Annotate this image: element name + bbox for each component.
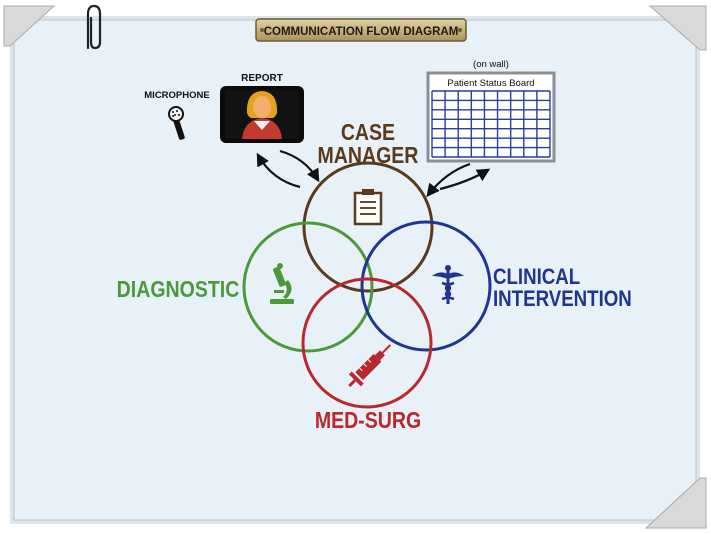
board-grid <box>431 90 551 158</box>
tape-corner-top-left <box>3 5 56 47</box>
page-title: COMMUNICATION FLOW DIAGRAM <box>264 26 459 38</box>
clinical-intervention-circle <box>360 220 492 352</box>
caduceus-icon <box>432 265 464 304</box>
clipboard-icon <box>353 189 383 226</box>
diagnostic-label: DIAGNOSTIC <box>117 277 240 303</box>
tape-corner-top-right <box>648 5 707 51</box>
report-label: REPORT <box>241 73 283 84</box>
arrow-report-to-case-manager <box>279 149 320 183</box>
microphone-label: MICROPHONE <box>144 90 209 101</box>
microphone-icon <box>168 106 185 140</box>
arrow-case-manager-to-report <box>256 152 301 189</box>
venn-diagram <box>242 161 492 409</box>
clinical-label-line1: CLINICAL <box>493 266 580 290</box>
reporter-icon <box>220 86 304 143</box>
tape-corner-bottom-right <box>644 477 707 529</box>
arrow-case-manager-to-board <box>439 168 491 191</box>
clinical-label-line2: INTERVENTION <box>493 288 632 312</box>
paperclip-icon <box>86 4 102 50</box>
arrow-board-to-case-manager <box>426 162 471 198</box>
med-surg-circle <box>301 277 433 409</box>
case-manager-label-line1: CASE <box>341 120 395 146</box>
diagnostic-circle <box>242 221 374 353</box>
paper-sheet <box>3 5 707 529</box>
med-surg-label: MED-SURG <box>315 408 421 434</box>
board-title: Patient Status Board <box>447 78 534 89</box>
syringe-icon <box>348 344 391 388</box>
flow-arrows <box>256 149 491 198</box>
title-plate: COMMUNICATION FLOW DIAGRAM <box>255 18 467 42</box>
case-manager-label-line2: MANAGER <box>317 143 418 169</box>
microscope-icon <box>270 263 294 304</box>
case-manager-circle <box>302 161 434 293</box>
patient-status-board: Patient Status Board <box>426 71 556 163</box>
on-wall-note: (on wall) <box>473 59 509 70</box>
